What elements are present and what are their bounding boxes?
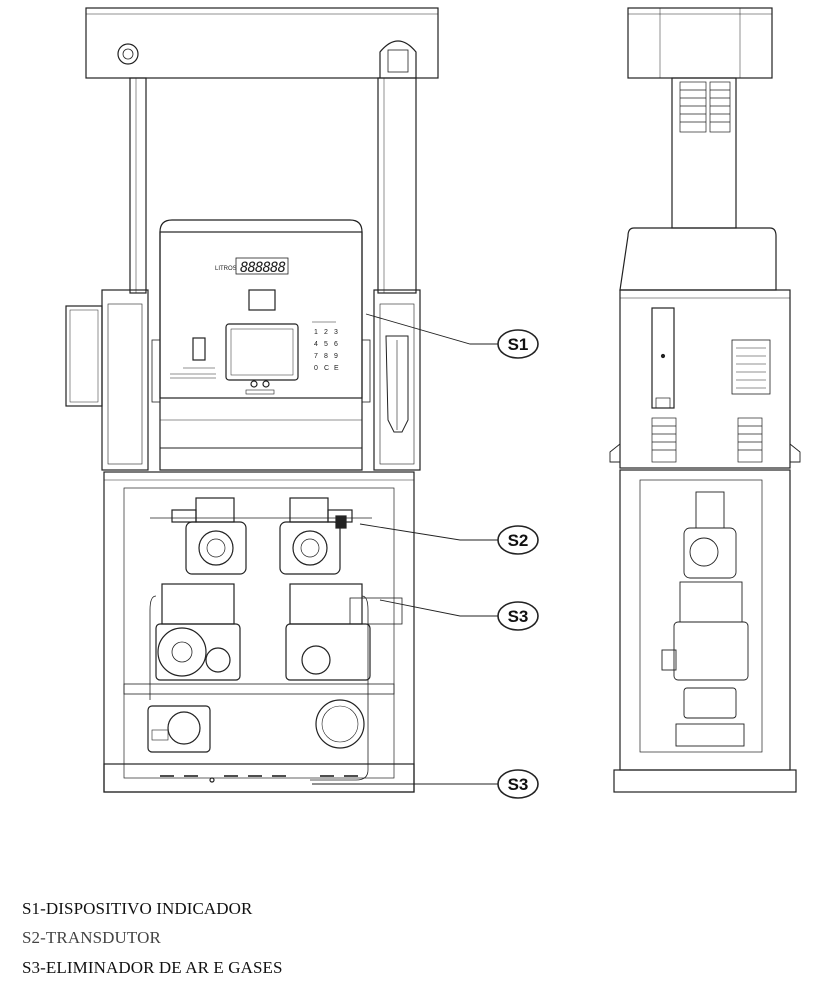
left-grille (151, 339, 161, 403)
column-vents (679, 81, 731, 133)
nameplate (731, 339, 771, 395)
legend-s3: S3-ELIMINADOR DE AR E GASES (22, 958, 283, 977)
keypad-key: 9 (334, 353, 338, 360)
keypad-key: 1 (314, 329, 318, 336)
transducer-left (171, 497, 247, 575)
right-nozzle-holster (373, 289, 421, 471)
canopy-bolt-left (117, 43, 139, 65)
keypad-key: 3 (334, 329, 338, 336)
button-right (262, 380, 270, 388)
keypad-key: 7 (314, 353, 318, 360)
motor-right (315, 699, 365, 749)
callout-s1: S1 (497, 329, 539, 359)
keypad-key: 2 (324, 329, 328, 336)
svg-text:S2: S2 (508, 531, 529, 550)
side-canopy (627, 7, 773, 79)
right-nozzle (385, 335, 409, 433)
transducer-right (279, 497, 353, 575)
svg-text:S1: S1 (508, 335, 529, 354)
display-label: LITROS (215, 266, 237, 272)
keypad-key: E (334, 365, 339, 372)
card-slot (192, 337, 206, 361)
canopy-lifting-eye (379, 40, 417, 78)
pump-left (155, 583, 241, 681)
side-base (613, 769, 797, 793)
side-cabinet (619, 469, 791, 771)
side-column (671, 77, 737, 229)
motor-left (147, 705, 211, 753)
body-vents (651, 417, 763, 463)
keypad-key: 0 (314, 365, 318, 372)
keypad-key: 8 (324, 353, 328, 360)
head-front-panel (159, 231, 363, 399)
legend-s1: S1-DISPOSITIVO INDICADOR (22, 899, 253, 918)
keypad-key: C (324, 365, 329, 372)
pump-right (285, 583, 403, 681)
side-head (619, 227, 777, 291)
cabinet-base (103, 763, 415, 793)
side-internals (661, 491, 749, 747)
left-nozzle-holster (101, 289, 149, 471)
left-side-box (65, 305, 103, 407)
callout-leaders (312, 313, 498, 785)
crossbar (123, 683, 395, 695)
price-display (235, 257, 289, 275)
callout-s3-lower: S3 (497, 769, 539, 799)
keypad-key: 5 (324, 341, 328, 348)
legend-s2: S2-TRANSDUTOR (22, 928, 161, 947)
right-grille (361, 339, 371, 403)
side-body (619, 289, 791, 469)
svg-text:S3: S3 (508, 775, 529, 794)
left-column (129, 77, 147, 294)
callout-s2: S2 (497, 525, 539, 555)
svg-text:S3: S3 (508, 607, 529, 626)
hydraulic-cabinet (103, 471, 415, 793)
lcd-screen (225, 323, 299, 381)
front-canopy (85, 7, 439, 79)
keypad-key: 6 (334, 341, 338, 348)
head-housing (159, 219, 363, 471)
display-digits: 888888 (240, 260, 286, 276)
right-column (377, 77, 417, 294)
indicator-window (248, 289, 276, 311)
button-left (250, 380, 258, 388)
side-view (609, 7, 801, 793)
keypad-key: 4 (314, 341, 318, 348)
callout-s3-upper: S3 (497, 601, 539, 631)
